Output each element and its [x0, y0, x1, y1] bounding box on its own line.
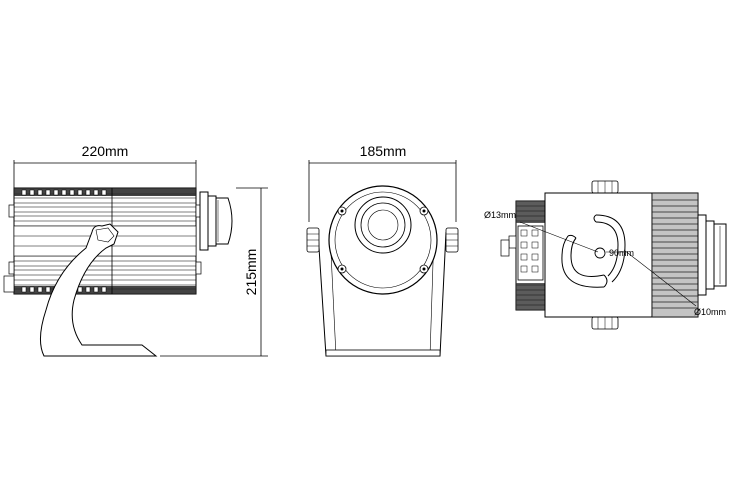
housing-front: [328, 185, 438, 295]
knob-right-front: [445, 227, 459, 253]
stand-side: [40, 223, 158, 357]
annotation-leaders: [519, 221, 697, 307]
width-dimension-side: 220mm: [13, 143, 197, 190]
height-label-215: 215mm: [243, 249, 259, 296]
width-label-220: 220mm: [82, 143, 129, 159]
knob-left-front: [306, 227, 320, 253]
width-dimension-front: 185mm: [308, 143, 457, 222]
front-view: 185mm: [306, 143, 459, 357]
hole-10mm-label: Ø10mm: [694, 307, 726, 317]
side-view: 220mm: [3, 143, 268, 357]
arc-90mm-label: 90mm: [609, 248, 634, 258]
fins-right-back: [651, 192, 727, 318]
width-label-185: 185mm: [360, 143, 407, 159]
lens-side: [199, 191, 233, 251]
center-plate-back: [544, 192, 653, 318]
knob-top-back: [591, 180, 619, 194]
hole-13mm-label: Ø13mm: [484, 210, 516, 220]
fins-left-back: [500, 200, 546, 311]
height-dimension-side: 215mm: [160, 187, 268, 357]
back-view: Ø13mm 90mm Ø10mm: [484, 180, 727, 330]
knob-bottom-back: [591, 316, 619, 330]
